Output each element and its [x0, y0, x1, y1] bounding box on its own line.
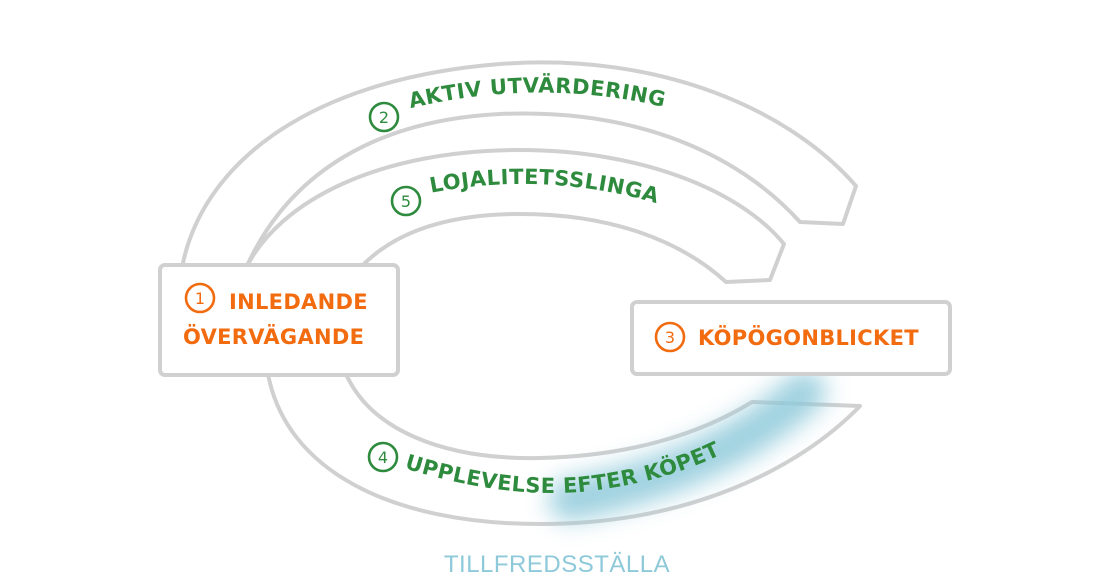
stage-5-number-circle — [390, 185, 422, 217]
stage-4-number-circle — [367, 441, 399, 473]
stage-1-box — [158, 263, 400, 377]
stage-1-label-line1: INLEDANDE — [229, 290, 368, 314]
stage-1-label-line2: ÖVERVÄGANDE — [183, 324, 364, 349]
stage-3-number: 3 — [665, 328, 675, 347]
stage-2-number-circle — [368, 101, 400, 133]
stage-2-number: 2 — [379, 108, 389, 127]
outer-band-active-evaluation — [180, 60, 858, 270]
inner-band-loyalty-loop — [244, 148, 786, 284]
bottom-band-post-purchase — [266, 372, 862, 526]
stage-5-number: 5 — [401, 192, 411, 211]
post-purchase-glow — [549, 371, 826, 521]
stage-4-number: 4 — [378, 448, 388, 467]
stage-3-label: KÖPÖGONBLICKET — [698, 325, 919, 350]
stage-3-number-circle — [654, 321, 686, 353]
stage-3-box — [630, 300, 952, 376]
satisfy-label: TILLFREDSSTÄLLA — [444, 551, 670, 578]
stage-1-number: 1 — [195, 289, 205, 308]
stage-1-number-circle — [184, 282, 216, 314]
